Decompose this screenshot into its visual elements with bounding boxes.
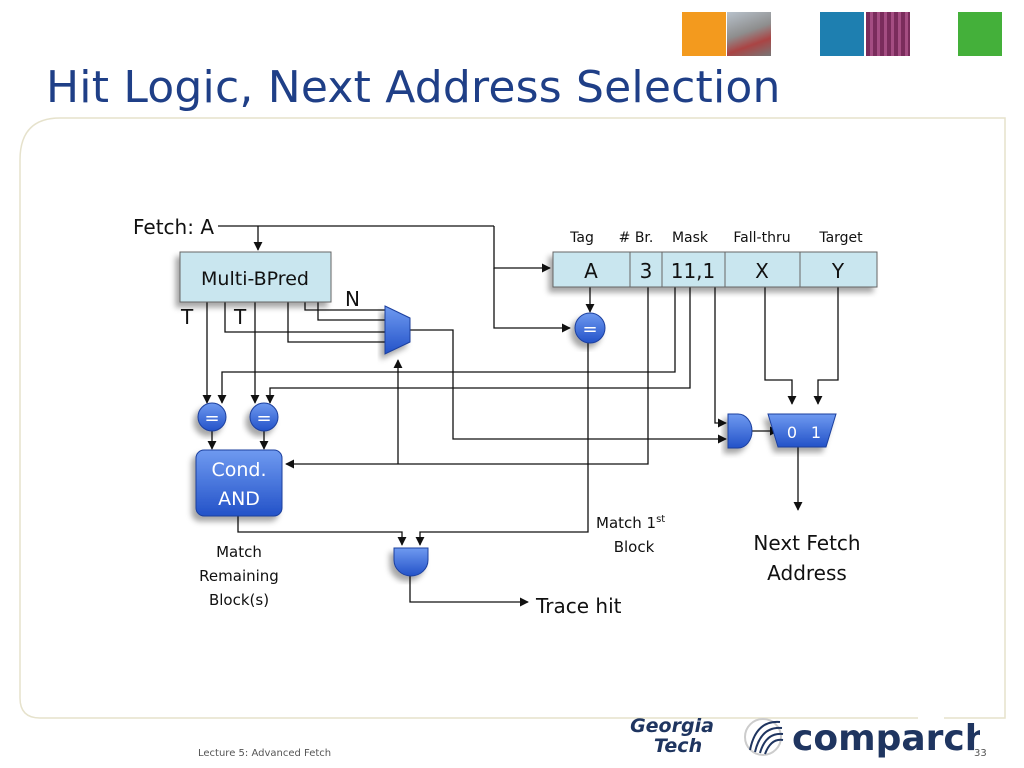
multi-bpred-block bbox=[179, 251, 332, 303]
match-remaining-line2: Remaining bbox=[199, 567, 279, 585]
trace-entry bbox=[552, 251, 878, 288]
header-tile-orange bbox=[682, 12, 726, 56]
match-remaining-line1: Match bbox=[216, 543, 262, 561]
next-address-mux bbox=[767, 413, 837, 448]
comparch-swirl-icon bbox=[744, 718, 784, 756]
branch-comparator-2-symbol: = bbox=[256, 408, 271, 429]
header-tile-green bbox=[958, 12, 1002, 56]
entry-value-fallthru: X bbox=[755, 259, 769, 283]
predictor-output-t2: T bbox=[233, 305, 247, 329]
match-first-sup: st bbox=[656, 514, 665, 525]
georgia-tech-logo-line2: Tech bbox=[654, 735, 702, 757]
entry-value-tag: A bbox=[584, 259, 598, 283]
select-and-gate bbox=[727, 413, 753, 449]
tag-comparator-symbol: = bbox=[582, 319, 597, 340]
logo-bar: Georgia Tech comparch bbox=[630, 715, 980, 758]
entry-header-fallthru: Fall-thru bbox=[733, 230, 790, 246]
entry-header-tag: Tag bbox=[569, 230, 594, 246]
match-remaining-line3: Block(s) bbox=[209, 591, 269, 609]
cond-and-block bbox=[195, 449, 283, 517]
predictor-mux bbox=[384, 305, 411, 355]
entry-header-target: Target bbox=[818, 230, 863, 246]
entry-header-branches: # Br. bbox=[619, 230, 654, 246]
branch-comparator-2 bbox=[249, 402, 279, 432]
match-first-text: Match 1 bbox=[596, 514, 656, 532]
trace-hit-and-gate bbox=[393, 547, 429, 577]
comparch-logo: comparch bbox=[792, 718, 980, 758]
entry-value-mask: 11,1 bbox=[671, 259, 716, 283]
next-fetch-line2: Address bbox=[767, 561, 847, 585]
entry-value-target: Y bbox=[831, 259, 845, 283]
header-tile-photo bbox=[727, 12, 771, 56]
tag-comparator bbox=[574, 312, 606, 344]
header-tile-blue bbox=[820, 12, 864, 56]
page-number: 33 bbox=[974, 748, 987, 759]
trace-hit-label: Trace hit bbox=[535, 594, 622, 618]
predictor-output-n: N bbox=[345, 287, 360, 311]
next-fetch-line1: Next Fetch bbox=[753, 531, 860, 555]
content-frame bbox=[19, 117, 1006, 719]
georgia-tech-logo-line1: Georgia bbox=[630, 715, 714, 737]
header-tile-chip bbox=[866, 12, 910, 56]
entry-header-mask: Mask bbox=[672, 230, 709, 246]
cond-and-label-1: Cond. bbox=[211, 459, 266, 481]
footer-lecture: Lecture 5: Advanced Fetch bbox=[198, 748, 332, 759]
entry-value-branches: 3 bbox=[640, 259, 653, 283]
mux-input-0-label: 0 bbox=[787, 423, 797, 442]
multi-bpred-label: Multi-BPred bbox=[201, 268, 309, 290]
branch-comparator-1 bbox=[197, 402, 227, 432]
fetch-address-label: Fetch: A bbox=[133, 215, 214, 239]
predictor-output-t1: T bbox=[180, 305, 194, 329]
match-first-line1: Match 1st bbox=[596, 514, 665, 532]
match-first-line2: Block bbox=[614, 538, 655, 556]
slide-title: Hit Logic, Next Address Selection bbox=[46, 62, 781, 113]
mux-input-1-label: 1 bbox=[811, 423, 821, 442]
branch-comparator-1-symbol: = bbox=[204, 408, 219, 429]
cond-and-label-2: AND bbox=[218, 488, 260, 510]
